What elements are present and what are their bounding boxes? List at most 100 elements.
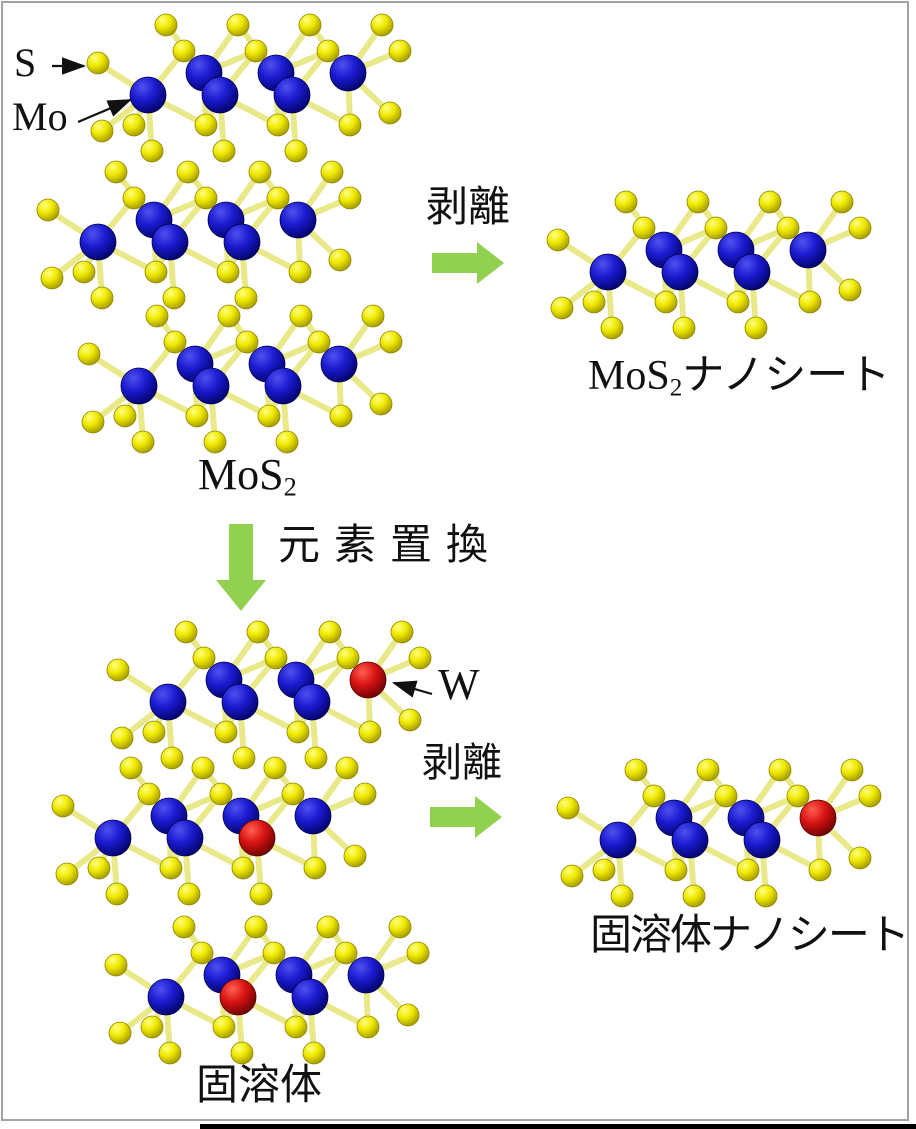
mo-atom bbox=[264, 367, 302, 405]
s-atom bbox=[140, 139, 164, 163]
s-atom bbox=[232, 746, 256, 770]
s-atom bbox=[696, 758, 720, 782]
s-atom bbox=[298, 13, 322, 37]
s-atom bbox=[87, 856, 111, 880]
s-atom bbox=[744, 316, 768, 340]
mo-atom bbox=[291, 978, 329, 1016]
s-atom bbox=[546, 228, 570, 252]
s-atom bbox=[246, 620, 270, 644]
mo-atom bbox=[599, 821, 637, 859]
element-substitution-label: 元素置換 bbox=[278, 523, 503, 569]
mo-atom bbox=[279, 201, 317, 239]
mo-atom bbox=[120, 367, 158, 405]
s-atom bbox=[217, 304, 241, 328]
s-atom bbox=[329, 404, 353, 428]
s-atom bbox=[51, 794, 75, 818]
mos2-nanosheet-formula: MoS bbox=[588, 353, 670, 399]
s-atom bbox=[318, 620, 342, 644]
s-atom bbox=[81, 410, 105, 434]
mo-atom bbox=[149, 683, 187, 721]
s-atom bbox=[334, 941, 358, 965]
s-atom bbox=[235, 330, 259, 354]
mo-atom bbox=[192, 367, 230, 405]
s-atom bbox=[768, 758, 792, 782]
mo-atom bbox=[201, 76, 239, 114]
s-atom bbox=[174, 620, 198, 644]
w-atom bbox=[349, 661, 387, 699]
s-atom bbox=[316, 915, 340, 939]
s-atom bbox=[406, 941, 430, 965]
s-atom bbox=[159, 856, 183, 880]
s-atom bbox=[185, 404, 209, 428]
s-atom bbox=[110, 726, 134, 750]
s-atom bbox=[275, 430, 299, 454]
s-atom bbox=[144, 260, 168, 284]
s-atom bbox=[104, 160, 128, 184]
s-atom bbox=[192, 646, 216, 670]
s-atom-label: S bbox=[14, 40, 37, 85]
mos2-subscript: 2 bbox=[283, 471, 297, 502]
s-atom bbox=[550, 296, 574, 320]
s-atom bbox=[304, 746, 328, 770]
mos2-nanosheet-suffix: ナノシート bbox=[682, 353, 891, 399]
s-atom bbox=[848, 216, 872, 240]
s-atom bbox=[257, 404, 281, 428]
s-atom bbox=[113, 404, 137, 428]
s-atom bbox=[176, 160, 200, 184]
s-atom bbox=[158, 1041, 182, 1065]
solid-solution-label: 固溶体 bbox=[196, 1063, 323, 1109]
s-atom bbox=[230, 1041, 254, 1065]
s-atom bbox=[682, 884, 706, 908]
s-atom bbox=[263, 756, 287, 780]
s-atom bbox=[122, 113, 146, 137]
s-atom bbox=[858, 784, 882, 808]
s-atom bbox=[316, 39, 340, 63]
s-atom bbox=[281, 782, 305, 806]
s-atom bbox=[160, 746, 184, 770]
s-atom bbox=[592, 858, 616, 882]
s-atom bbox=[40, 266, 64, 290]
s-atom bbox=[378, 101, 402, 125]
solid-solution-layer-3 bbox=[104, 915, 430, 1065]
s-atom bbox=[172, 39, 196, 63]
s-atom bbox=[216, 260, 240, 284]
s-atom bbox=[786, 784, 810, 808]
mo-atom bbox=[294, 797, 332, 835]
s-atom bbox=[119, 756, 143, 780]
s-atom bbox=[264, 646, 288, 670]
mo-atom bbox=[129, 76, 167, 114]
s-atom bbox=[320, 160, 344, 184]
s-atom bbox=[191, 756, 215, 780]
s-atom bbox=[284, 139, 308, 163]
s-atom bbox=[194, 186, 218, 210]
s-atom bbox=[172, 915, 196, 939]
s-atom bbox=[262, 941, 286, 965]
s-atom bbox=[369, 392, 393, 416]
w-label-arrow bbox=[391, 680, 433, 698]
w-atom bbox=[219, 978, 257, 1016]
s-atom bbox=[249, 882, 273, 906]
s-atom bbox=[244, 915, 268, 939]
mo-atom bbox=[743, 821, 781, 859]
s-atom bbox=[226, 13, 250, 37]
mo-atom bbox=[221, 683, 259, 721]
w-atom-label: W bbox=[438, 660, 480, 709]
s-atom bbox=[560, 864, 584, 888]
s-atom bbox=[163, 330, 187, 354]
s-atom bbox=[830, 190, 854, 214]
mos2-label: MoS2 bbox=[198, 451, 297, 502]
mo-atom bbox=[329, 54, 367, 92]
exfoliation-top-label: 剥離 bbox=[426, 185, 511, 231]
s-atom bbox=[86, 51, 110, 75]
s-atom bbox=[610, 884, 634, 908]
s-atom bbox=[90, 119, 114, 143]
s-atom bbox=[106, 658, 130, 682]
mo-atom bbox=[79, 223, 117, 261]
s-atom bbox=[77, 342, 101, 366]
s-atom bbox=[190, 941, 214, 965]
s-atom bbox=[266, 186, 290, 210]
s-atom bbox=[642, 784, 666, 808]
s-atom bbox=[686, 190, 710, 214]
